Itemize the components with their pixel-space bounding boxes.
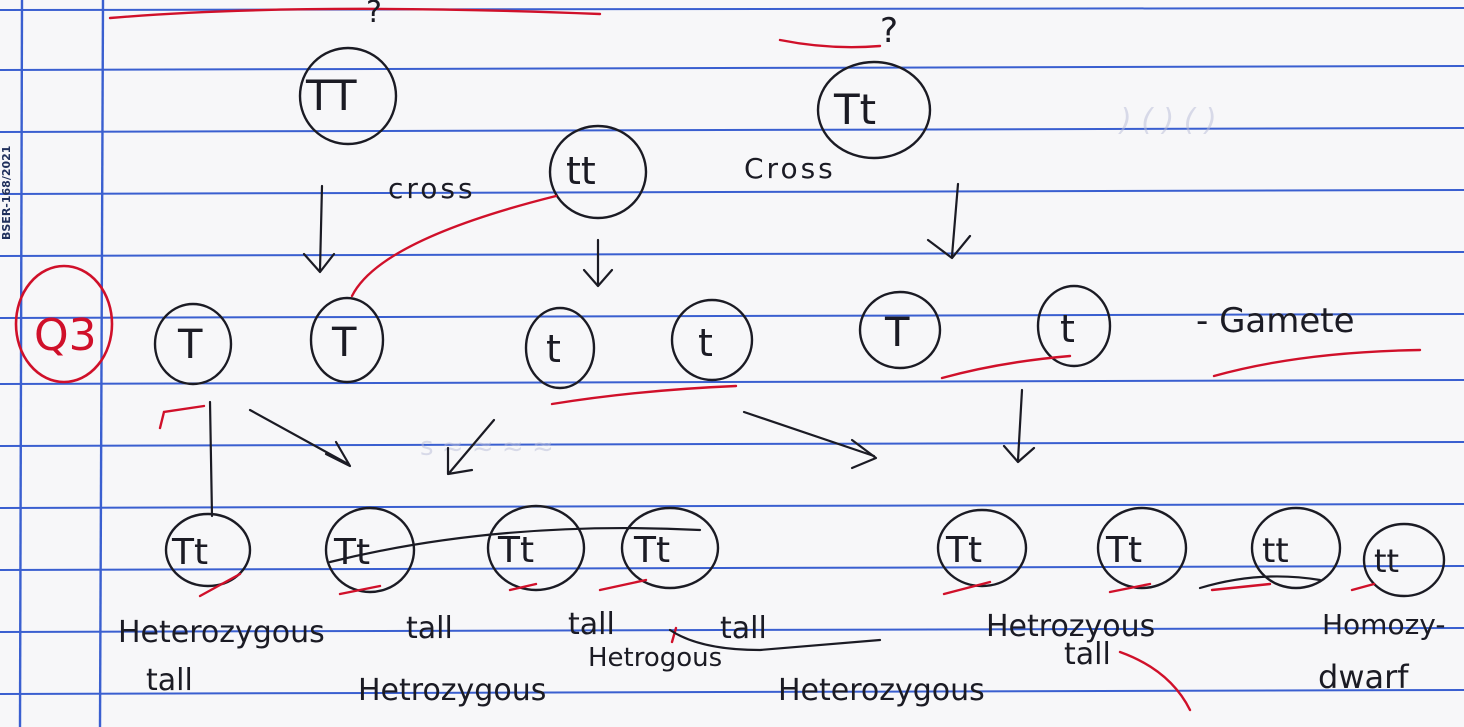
offspring-5: Tt [936, 508, 1028, 588]
offspring-1: Tt [164, 512, 252, 588]
svg-text:) ( ) ( ): ) ( ) ( ) [1118, 103, 1217, 138]
cross-right-label: Cross [744, 152, 836, 185]
label-tall-5: tall [1064, 637, 1111, 672]
gamete-4: t [670, 298, 754, 382]
left-margin-line [18, 0, 24, 727]
cross-left-label: cross [388, 172, 476, 205]
top-red-underline [108, 7, 602, 20]
label-hetrozygous: Hetrozygous [358, 673, 546, 708]
label-hetrogous: Hetrogous [588, 643, 722, 673]
gamete-2: T [309, 296, 385, 384]
offspring-4: Tt [620, 506, 720, 590]
svg-text:T: T [884, 310, 910, 356]
svg-text:Tt: Tt [633, 530, 670, 571]
bleed-through: ) ( ) ( ) s ≈ ≈ ≈ ≈ [420, 103, 1217, 462]
label-heterozygous-2: Heterozygous [778, 673, 985, 708]
svg-text:Tt: Tt [497, 530, 534, 571]
svg-text:Tt: Tt [1105, 530, 1142, 571]
svg-text:Tt: Tt [833, 85, 876, 134]
left-margin-line-2 [98, 0, 105, 727]
label-hetrozyous: Hetrozyous [986, 609, 1155, 644]
offspring-2: Tt [324, 506, 416, 594]
svg-text:T: T [331, 320, 357, 366]
label-tall-2: tall [568, 607, 615, 642]
offspring-red-marks [198, 572, 1376, 712]
arrows-to-gametes [302, 182, 972, 288]
question-mark-right: ? [880, 11, 898, 51]
gamete-label-underline [1212, 348, 1422, 378]
parent-right: Tt [816, 60, 932, 160]
svg-text:TT: TT [305, 71, 357, 120]
ruled-lines [0, 7, 1464, 695]
label-homozy: Homozy- [1322, 608, 1445, 641]
parent-middle: tt [548, 124, 648, 220]
svg-text:Tt: Tt [945, 530, 982, 571]
svg-text:Q3: Q3 [34, 310, 97, 361]
svg-text:T: T [177, 322, 203, 368]
gamete-5: T [858, 290, 942, 370]
gamete-1: T [153, 302, 233, 386]
label-tall-4: tall [146, 663, 193, 698]
offspring-6: Tt [1096, 506, 1188, 590]
gamete-label: - Gamete [1196, 301, 1355, 341]
gamete-underline-right [940, 354, 1072, 380]
top-right-red-underline [778, 38, 882, 49]
offspring-7: tt [1250, 506, 1342, 590]
parent-left: TT [298, 46, 398, 146]
offspring-3: Tt [486, 504, 586, 592]
side-stamp: BSER-168/2021 [0, 146, 13, 240]
question-number: Q3 [14, 264, 114, 384]
svg-text:tt: tt [566, 149, 596, 193]
label-tall-3: tall [720, 611, 767, 646]
svg-text:tt: tt [1262, 531, 1289, 571]
red-connector-curve [350, 194, 558, 298]
label-dwarf: dwarf [1318, 658, 1409, 696]
svg-text:Tt: Tt [171, 532, 208, 573]
svg-text:t: t [1060, 307, 1075, 351]
gamete-underline-middle [550, 384, 738, 406]
svg-text:s ≈ ≈ ≈ ≈: s ≈ ≈ ≈ ≈ [420, 432, 554, 462]
svg-text:t: t [546, 327, 561, 371]
label-tall-1: tall [406, 611, 453, 646]
arrows-to-offspring [158, 388, 1036, 518]
svg-text:Tt: Tt [333, 532, 370, 573]
gamete-6: t [1036, 284, 1112, 368]
label-heterozygous-1: Heterozygous [118, 615, 325, 650]
offspring-8: tt [1362, 522, 1446, 598]
question-mark-left: ? [366, 0, 382, 30]
offspring-connector [328, 526, 702, 564]
offspring-connector-2 [1198, 575, 1322, 590]
svg-text:t: t [698, 321, 713, 365]
gamete-3: t [524, 306, 596, 390]
svg-text:tt: tt [1374, 542, 1399, 580]
label-connector [668, 628, 882, 652]
